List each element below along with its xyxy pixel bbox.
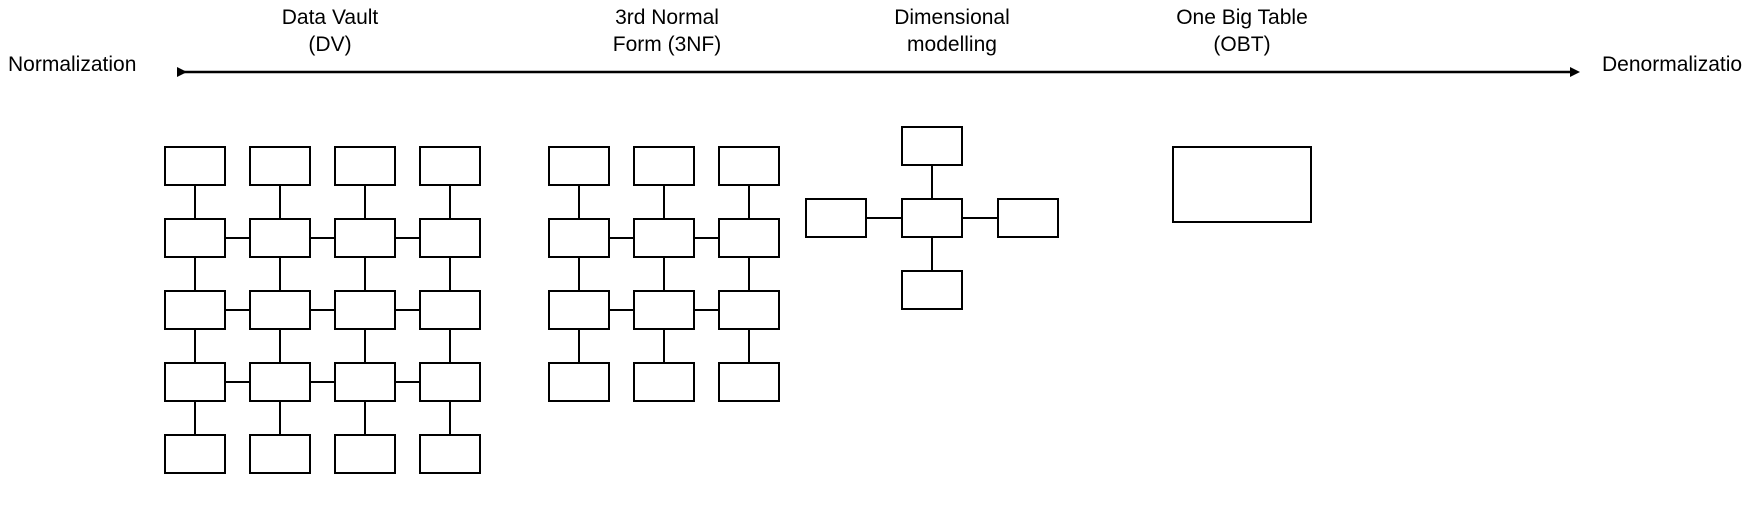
dimensional-dimension-node xyxy=(805,198,867,238)
data-vault-node xyxy=(419,362,481,402)
one-big-table-node xyxy=(1172,146,1312,223)
data-vault-vertical-link xyxy=(278,186,282,218)
third-normal-form-vertical-link xyxy=(747,186,751,218)
stage-label-line2: modelling xyxy=(907,33,997,56)
dimensional-dimension-node xyxy=(997,198,1059,238)
data-vault-vertical-link xyxy=(363,330,367,362)
third-normal-form-node xyxy=(633,290,695,330)
data-vault-node xyxy=(249,146,311,186)
data-vault-vertical-link xyxy=(363,186,367,218)
data-vault-horizontal-link xyxy=(396,308,419,312)
stage-label-line1: 3rd Normal xyxy=(615,6,719,29)
data-vault-node xyxy=(419,218,481,258)
axis-label-denormalization: Denormalization xyxy=(1602,53,1742,76)
data-vault-vertical-link xyxy=(193,330,197,362)
data-vault-horizontal-link xyxy=(396,236,419,240)
data-vault-node xyxy=(249,290,311,330)
third-normal-form-vertical-link xyxy=(577,258,581,290)
stage-label-line2: (DV) xyxy=(308,33,352,56)
data-vault-horizontal-link xyxy=(396,380,419,384)
data-vault-vertical-link xyxy=(363,402,367,434)
dimensional-horizontal-link xyxy=(867,216,901,220)
third-normal-form-node xyxy=(718,362,780,402)
third-normal-form-node xyxy=(718,290,780,330)
data-vault-node xyxy=(164,362,226,402)
data-vault-node xyxy=(249,362,311,402)
data-vault-horizontal-link xyxy=(226,380,249,384)
dimensional-vertical-link xyxy=(930,166,934,198)
data-vault-node xyxy=(164,218,226,258)
data-vault-vertical-link xyxy=(363,258,367,290)
third-normal-form-node xyxy=(548,362,610,402)
dimensional-fact-node xyxy=(901,198,963,238)
third-normal-form-vertical-link xyxy=(577,186,581,218)
stage-label-line1: Data Vault xyxy=(281,6,379,29)
third-normal-form-node xyxy=(633,362,695,402)
data-vault-horizontal-link xyxy=(311,308,334,312)
third-normal-form-node xyxy=(718,146,780,186)
third-normal-form-vertical-link xyxy=(662,186,666,218)
third-normal-form-horizontal-link xyxy=(695,308,718,312)
data-vault-node xyxy=(334,362,396,402)
stage-label-line1: One Big Table xyxy=(1176,6,1308,29)
third-normal-form-horizontal-link xyxy=(610,308,633,312)
data-vault-vertical-link xyxy=(193,258,197,290)
stage-label-line2: (OBT) xyxy=(1213,33,1271,56)
data-vault-node xyxy=(334,434,396,474)
data-vault-horizontal-link xyxy=(311,236,334,240)
data-vault-node xyxy=(419,290,481,330)
third-normal-form-vertical-link xyxy=(747,258,751,290)
data-vault-node xyxy=(249,434,311,474)
data-vault-vertical-link xyxy=(278,258,282,290)
data-vault-node xyxy=(419,434,481,474)
data-vault-horizontal-link xyxy=(226,236,249,240)
data-vault-vertical-link xyxy=(193,402,197,434)
third-normal-form-node xyxy=(548,146,610,186)
third-normal-form-horizontal-link xyxy=(695,236,718,240)
stage-label-one-big-table: One Big Table (OBT) xyxy=(1176,4,1308,58)
data-vault-horizontal-link xyxy=(311,380,334,384)
data-vault-vertical-link xyxy=(278,402,282,434)
data-vault-vertical-link xyxy=(193,186,197,218)
data-vault-node xyxy=(334,146,396,186)
dimensional-dimension-node xyxy=(901,126,963,166)
data-vault-vertical-link xyxy=(278,330,282,362)
third-normal-form-node xyxy=(633,146,695,186)
data-vault-vertical-link xyxy=(448,402,452,434)
third-normal-form-vertical-link xyxy=(662,330,666,362)
third-normal-form-node xyxy=(633,218,695,258)
stage-label-line2: Form (3NF) xyxy=(612,33,722,56)
dimensional-horizontal-link xyxy=(963,216,997,220)
data-vault-node xyxy=(419,146,481,186)
stage-label-dimensional-modelling: Dimensional modelling xyxy=(894,4,1010,58)
stage-label-line1: Dimensional xyxy=(894,6,1010,29)
axis-label-normalization: Normalization xyxy=(8,53,137,76)
third-normal-form-horizontal-link xyxy=(610,236,633,240)
data-vault-node xyxy=(249,218,311,258)
data-vault-node xyxy=(334,290,396,330)
stage-label-third-normal-form: 3rd Normal Form (3NF) xyxy=(613,4,722,58)
data-vault-vertical-link xyxy=(448,330,452,362)
third-normal-form-vertical-link xyxy=(577,330,581,362)
data-vault-vertical-link xyxy=(448,258,452,290)
third-normal-form-node xyxy=(548,290,610,330)
dimensional-vertical-link xyxy=(930,238,934,270)
dimensional-dimension-node xyxy=(901,270,963,310)
data-vault-node xyxy=(164,146,226,186)
data-vault-node xyxy=(334,218,396,258)
stage-label-data-vault: Data Vault (DV) xyxy=(282,4,379,58)
data-vault-node xyxy=(164,434,226,474)
third-normal-form-vertical-link xyxy=(662,258,666,290)
data-vault-node xyxy=(164,290,226,330)
third-normal-form-vertical-link xyxy=(747,330,751,362)
data-vault-horizontal-link xyxy=(226,308,249,312)
third-normal-form-node xyxy=(548,218,610,258)
data-vault-vertical-link xyxy=(448,186,452,218)
third-normal-form-node xyxy=(718,218,780,258)
